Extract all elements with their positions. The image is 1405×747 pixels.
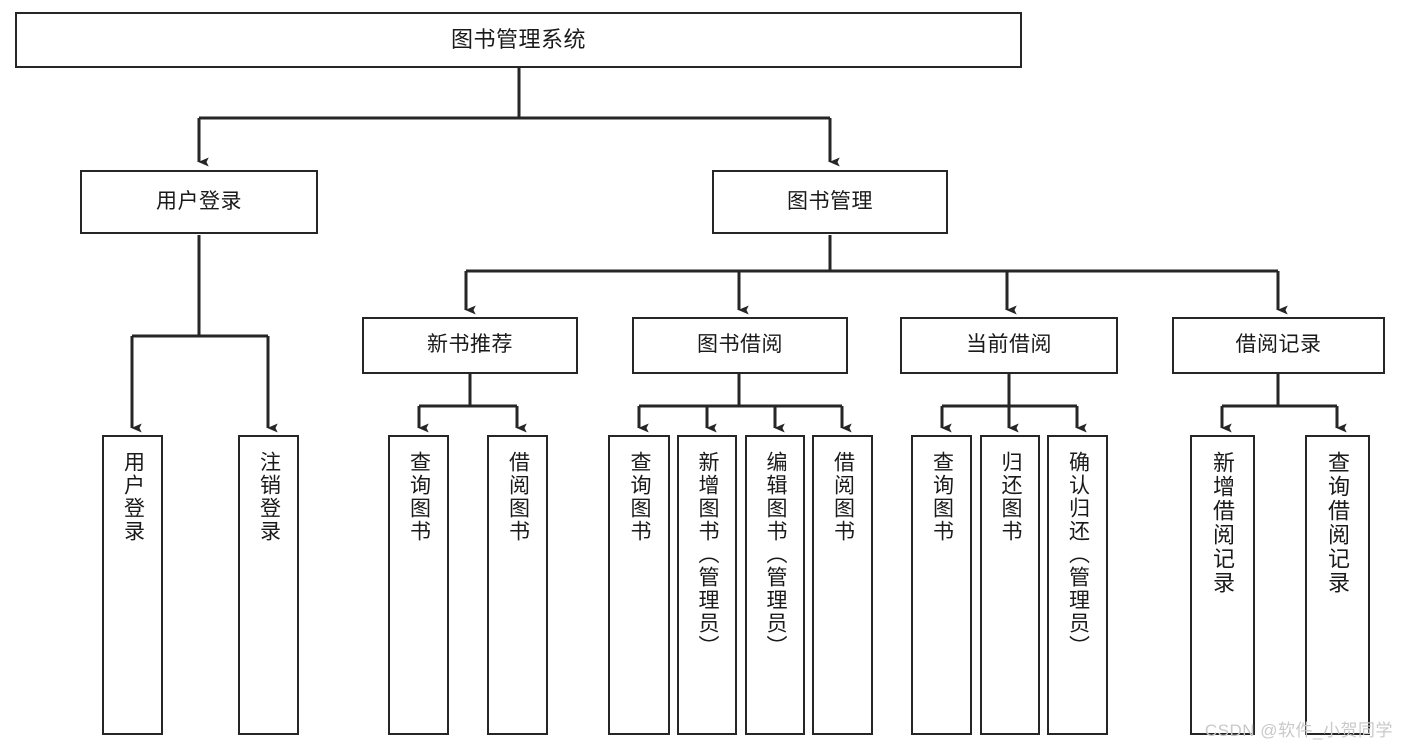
node-leaf-add-record-label: 新增借阅记录 [1210, 451, 1236, 595]
node-leaf-return-book[interactable]: 归还图书 [980, 435, 1040, 735]
node-leaf-query-book-3-label: 查询图书 [930, 451, 954, 543]
node-current-borrow[interactable]: 当前借阅 [900, 317, 1118, 374]
node-book-borrow-label: 图书借阅 [697, 333, 783, 357]
node-user-login-label: 用户登录 [156, 189, 242, 213]
watermark: CSDN @软件_小贺同学 [1204, 721, 1393, 740]
node-user-login[interactable]: 用户登录 [80, 170, 318, 234]
node-leaf-query-record[interactable]: 查询借阅记录 [1305, 435, 1370, 735]
node-current-borrow-label: 当前借阅 [966, 333, 1052, 357]
node-leaf-confirm-return[interactable]: 确认归还（管理员） [1047, 435, 1108, 735]
node-leaf-logout-login[interactable]: 注销登录 [238, 435, 299, 735]
node-borrow-record-label: 借阅记录 [1235, 333, 1322, 357]
node-leaf-user-login-label: 用户登录 [121, 451, 145, 543]
node-leaf-edit-book-label: 编辑图书（管理员） [763, 451, 787, 658]
node-leaf-return-book-label: 归还图书 [998, 451, 1022, 543]
node-leaf-user-login[interactable]: 用户登录 [102, 435, 163, 735]
node-borrow-record[interactable]: 借阅记录 [1172, 317, 1385, 374]
node-leaf-query-book-2-label: 查询图书 [627, 451, 651, 543]
node-book-borrow[interactable]: 图书借阅 [632, 317, 848, 374]
node-leaf-borrow-book-1[interactable]: 借阅图书 [487, 435, 548, 735]
node-leaf-borrow-book-1-label: 借阅图书 [506, 451, 530, 543]
node-leaf-edit-book[interactable]: 编辑图书（管理员） [745, 435, 805, 735]
node-leaf-query-record-label: 查询借阅记录 [1325, 451, 1351, 595]
node-leaf-borrow-book-2-label: 借阅图书 [831, 451, 855, 543]
node-leaf-logout-login-label: 注销登录 [257, 451, 281, 543]
node-leaf-query-book-1-label: 查询图书 [407, 451, 431, 543]
node-leaf-add-book-label: 新增图书（管理员） [695, 451, 719, 658]
node-leaf-query-book-1[interactable]: 查询图书 [388, 435, 449, 735]
node-leaf-query-book-2[interactable]: 查询图书 [608, 435, 670, 735]
node-leaf-add-record[interactable]: 新增借阅记录 [1190, 435, 1255, 735]
node-root[interactable]: 图书管理系统 [15, 12, 1022, 68]
node-new-book-recommend[interactable]: 新书推荐 [362, 317, 578, 374]
node-book-manage[interactable]: 图书管理 [712, 170, 948, 234]
node-new-book-recommend-label: 新书推荐 [427, 333, 513, 357]
node-root-label: 图书管理系统 [450, 27, 586, 53]
node-book-manage-label: 图书管理 [787, 189, 873, 213]
node-leaf-borrow-book-2[interactable]: 借阅图书 [812, 435, 873, 735]
node-leaf-query-book-3[interactable]: 查询图书 [911, 435, 972, 735]
node-leaf-add-book[interactable]: 新增图书（管理员） [677, 435, 737, 735]
node-leaf-confirm-return-label: 确认归还（管理员） [1066, 451, 1090, 658]
